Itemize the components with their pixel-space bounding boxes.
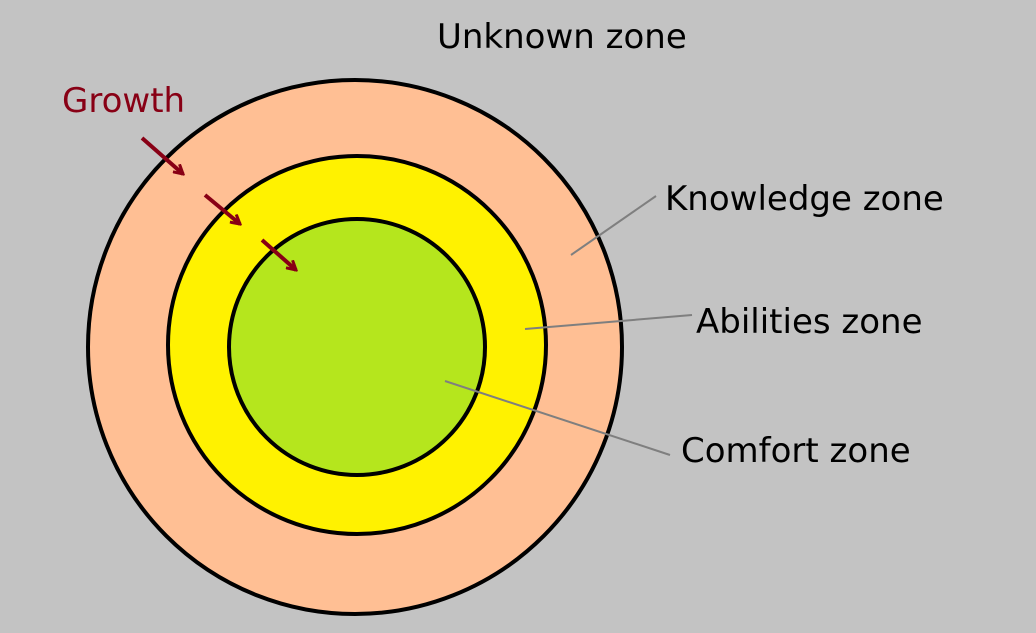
comfort-leader-line (444, 380, 671, 456)
growth-arrow-3 (260, 238, 296, 270)
abilities-leader-line (524, 314, 693, 330)
knowledge-zone-label: Knowledge zone (665, 179, 944, 219)
comfort-zone-circle (227, 217, 487, 477)
growth-label: Growth (62, 81, 186, 121)
unknown-zone-label: Unknown zone (437, 17, 687, 57)
knowledge-leader-line (570, 195, 657, 256)
growth-arrow-2 (203, 193, 240, 224)
growth-arrow-1 (140, 136, 183, 174)
comfort-zone-label: Comfort zone (681, 431, 911, 471)
abilities-zone-label: Abilities zone (696, 302, 923, 342)
